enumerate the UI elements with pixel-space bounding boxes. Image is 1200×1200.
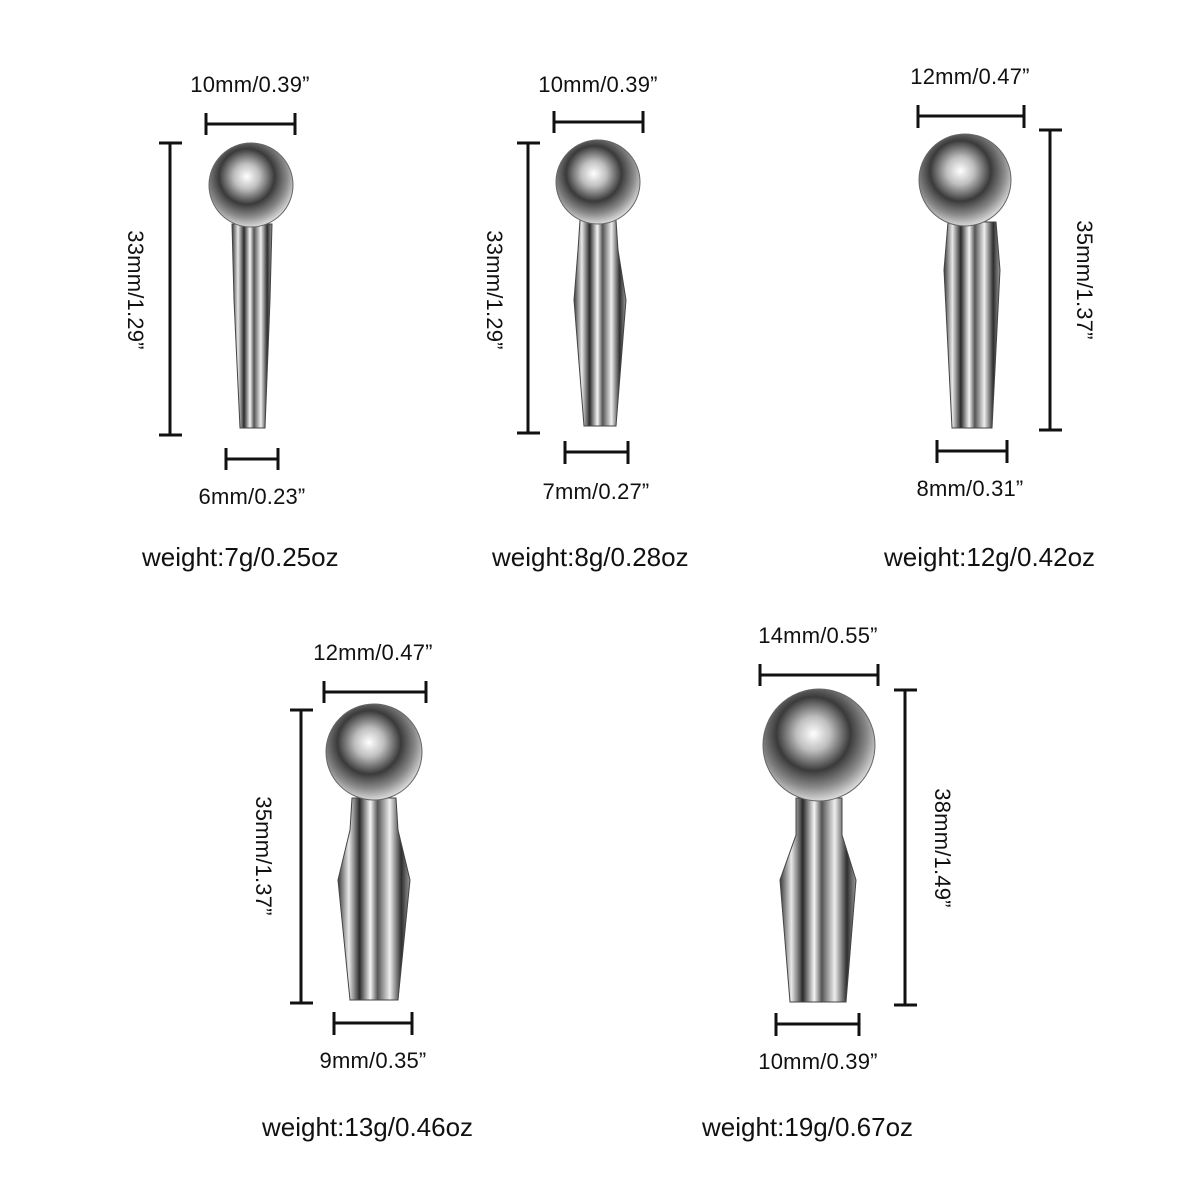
weight-label-5: weight:19g/0.67oz: [702, 1112, 914, 1142]
length-label-2: 33mm/1.29”: [482, 230, 507, 350]
bottom-diameter-label-1: 6mm/0.23”: [198, 484, 306, 509]
weight-label-1: weight:7g/0.25oz: [142, 542, 339, 572]
product-4: [290, 681, 428, 1035]
top-diameter-label-3: 12mm/0.47”: [910, 64, 1030, 89]
length-label-3: 35mm/1.37”: [1072, 220, 1097, 340]
bottom-diameter-label-3: 8mm/0.31”: [916, 476, 1024, 501]
length-label-5: 38mm/1.49”: [930, 788, 955, 908]
product-2: [517, 111, 645, 464]
length-label-1: 33mm/1.29”: [123, 230, 148, 350]
weight-label-2: weight:8g/0.28oz: [492, 542, 689, 572]
bottom-diameter-label-2: 7mm/0.27”: [542, 479, 650, 504]
top-diameter-label-5: 14mm/0.55”: [758, 623, 878, 648]
product-3: [916, 105, 1062, 463]
product-5: [758, 664, 917, 1036]
weight-label-3: weight:12g/0.42oz: [884, 542, 1096, 572]
product-1: [159, 113, 297, 470]
bottom-diameter-label-5: 10mm/0.39”: [758, 1049, 878, 1074]
top-diameter-label-2: 10mm/0.39”: [538, 72, 658, 97]
top-diameter-label-1: 10mm/0.39”: [190, 72, 310, 97]
length-label-4: 35mm/1.37”: [251, 796, 276, 916]
bottom-diameter-label-4: 9mm/0.35”: [319, 1048, 427, 1073]
weight-label-4: weight:13g/0.46oz: [262, 1112, 474, 1142]
top-diameter-label-4: 12mm/0.47”: [313, 640, 433, 665]
